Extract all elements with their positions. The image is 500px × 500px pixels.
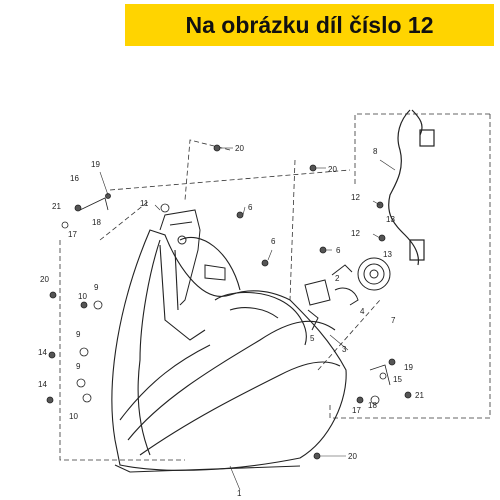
callout-label: 9 [94, 283, 99, 292]
assembly-frames [59, 113, 491, 461]
callout-label: 4 [360, 307, 365, 316]
callout-label: 2 [335, 274, 340, 283]
callout-label: 20 [328, 165, 337, 174]
callout-label: 17 [352, 406, 361, 415]
callout-label: 6 [271, 237, 276, 246]
callout-label: 14 [38, 348, 47, 357]
callout-label: 6 [248, 203, 253, 212]
callout-label: 12 [351, 229, 360, 238]
callout-label: 21 [52, 202, 61, 211]
callout-label: 21 [415, 391, 424, 400]
headlight-housing [111, 229, 347, 473]
callout-label: 17 [68, 230, 77, 239]
leader-lines [99, 147, 396, 491]
callout-label: 19 [404, 363, 413, 372]
callout-labels: 1 2 3 4 5 6 6 6 6 7 8 9 9 9 10 10 11 12 … [38, 144, 424, 498]
callout-label: 6 [336, 246, 341, 255]
wire-harness-8 [388, 109, 435, 266]
callout-label: 13 [383, 250, 392, 259]
callout-label: 20 [40, 275, 49, 284]
callout-label: 10 [78, 292, 87, 301]
callout-label: 18 [368, 401, 377, 410]
callout-label: 20 [235, 144, 244, 153]
callout-label: 9 [76, 362, 81, 371]
callout-label: 1 [237, 489, 242, 498]
callout-label: 20 [348, 452, 357, 461]
mounting-bracket-11 [159, 209, 226, 306]
part-number-banner: Na obrázku díl číslo 12 [125, 4, 494, 46]
callout-label: 16 [70, 174, 79, 183]
callout-label: 15 [393, 375, 402, 384]
callout-label: 10 [69, 412, 78, 421]
callout-label: 9 [76, 330, 81, 339]
callout-label: 14 [38, 380, 47, 389]
callout-label: 5 [310, 334, 315, 343]
callout-label: 8 [373, 147, 378, 156]
bulb-socket-group [304, 257, 391, 331]
callout-label: 13 [386, 215, 395, 224]
fasteners [46, 144, 412, 460]
callout-label: 7 [391, 316, 396, 325]
callout-label: 3 [342, 345, 347, 354]
callout-label: 12 [351, 193, 360, 202]
callout-label: 19 [91, 160, 100, 169]
callout-label: 18 [92, 218, 101, 227]
banner-title: Na obrázku díl číslo 12 [185, 11, 434, 38]
callout-label: 11 [140, 199, 149, 208]
